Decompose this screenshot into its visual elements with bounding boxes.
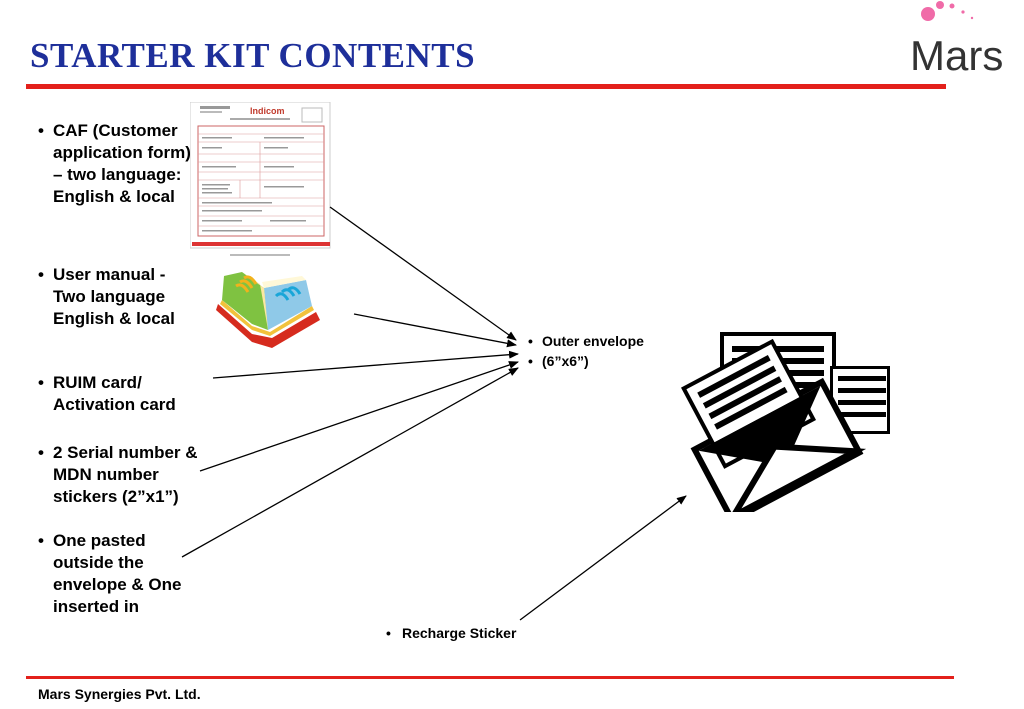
envelope-letter-icon (681, 332, 890, 512)
user-manual-book-icon (216, 272, 320, 348)
bullet-marker: • (386, 625, 391, 641)
bullet-text: CAF (Customer application form) – two la… (53, 121, 191, 206)
bullet-marker: • (38, 265, 44, 284)
bullet-marker: • (38, 443, 44, 462)
envelope-size-text: (6”x6”) (542, 353, 589, 369)
bullet-text: User manual - Two language English & loc… (53, 265, 175, 328)
logo-text: Mars (910, 32, 1004, 79)
recharge-sticker-text: Recharge Sticker (402, 625, 517, 641)
mars-logo: Mars (902, 0, 1024, 84)
svg-text:lndicom: lndicom (250, 106, 285, 116)
bullet-marker: • (38, 121, 44, 140)
slide-title: STARTER KIT CONTENTS (30, 36, 476, 75)
bullet-marker: • (38, 531, 44, 550)
bullet-marker: • (528, 333, 533, 349)
footer-company: Mars Synergies Pvt. Ltd. (38, 686, 201, 702)
bullet-marker: • (528, 353, 533, 369)
bullet-marker: • (38, 373, 44, 392)
arrow-recharge (519, 495, 687, 621)
logo-dots-icon (921, 1, 974, 21)
arrow-pasted-inserted (181, 367, 519, 558)
arrow-user-manual (353, 313, 517, 348)
bullet-text: One pasted outside the envelope & One in… (53, 531, 182, 616)
arrow-ruim-card (212, 350, 519, 379)
arrow-serial-stickers (199, 361, 519, 472)
header-divider (26, 84, 946, 89)
application-form-image: lndicom (190, 102, 331, 256)
envelope-label-text: Outer envelope (542, 333, 644, 349)
bullet-text: 2 Serial number & MDN number stickers (2… (53, 443, 198, 506)
arrow-caf (329, 206, 517, 341)
bullet-text: RUIM card/ Activation card (53, 373, 176, 414)
footer-divider (26, 676, 954, 679)
